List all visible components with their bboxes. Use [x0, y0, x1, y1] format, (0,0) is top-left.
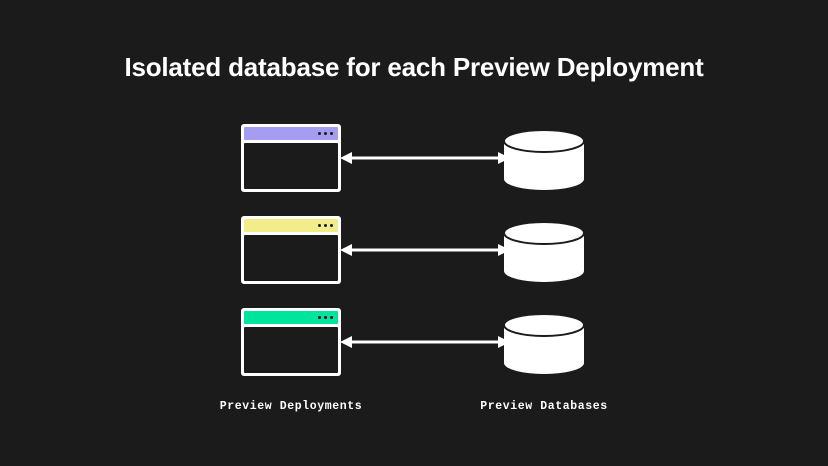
double-headed-arrow-icon [340, 244, 510, 256]
bidirectional-connector [340, 240, 510, 260]
window-viewport [244, 143, 338, 189]
database-cylinder-icon [503, 130, 585, 190]
window-controls [318, 316, 333, 319]
preview-deployment-window[interactable] [241, 216, 341, 284]
caption-preview-databases: Preview Databases [480, 400, 608, 413]
diagram-row [0, 308, 828, 400]
preview-database-cylinder[interactable] [503, 130, 585, 190]
preview-database-cylinder[interactable] [503, 314, 585, 374]
diagram-row [0, 216, 828, 308]
window-dot-icon [330, 132, 333, 135]
window-viewport [244, 327, 338, 373]
diagram-row [0, 124, 828, 216]
window-dot-icon [324, 132, 327, 135]
window-controls [318, 224, 333, 227]
preview-database-cylinder[interactable] [503, 222, 585, 282]
database-cylinder-icon [503, 222, 585, 282]
window-titlebar [244, 219, 338, 232]
window-titlebar [244, 127, 338, 140]
window-viewport [244, 235, 338, 281]
database-cylinder-icon [503, 314, 585, 374]
window-dot-icon [330, 224, 333, 227]
window-dot-icon [318, 224, 321, 227]
preview-deployment-window[interactable] [241, 124, 341, 192]
window-dot-icon [324, 316, 327, 319]
window-dot-icon [324, 224, 327, 227]
window-dot-icon [318, 316, 321, 319]
double-headed-arrow-icon [340, 152, 510, 164]
caption-preview-deployments: Preview Deployments [219, 400, 363, 413]
bidirectional-connector [340, 148, 510, 168]
window-dot-icon [318, 132, 321, 135]
window-titlebar [244, 311, 338, 324]
page-title: Isolated database for each Preview Deplo… [124, 52, 704, 82]
window-controls [318, 132, 333, 135]
window-dot-icon [330, 316, 333, 319]
double-headed-arrow-icon [340, 336, 510, 348]
preview-deployment-window[interactable] [241, 308, 341, 376]
bidirectional-connector [340, 332, 510, 352]
